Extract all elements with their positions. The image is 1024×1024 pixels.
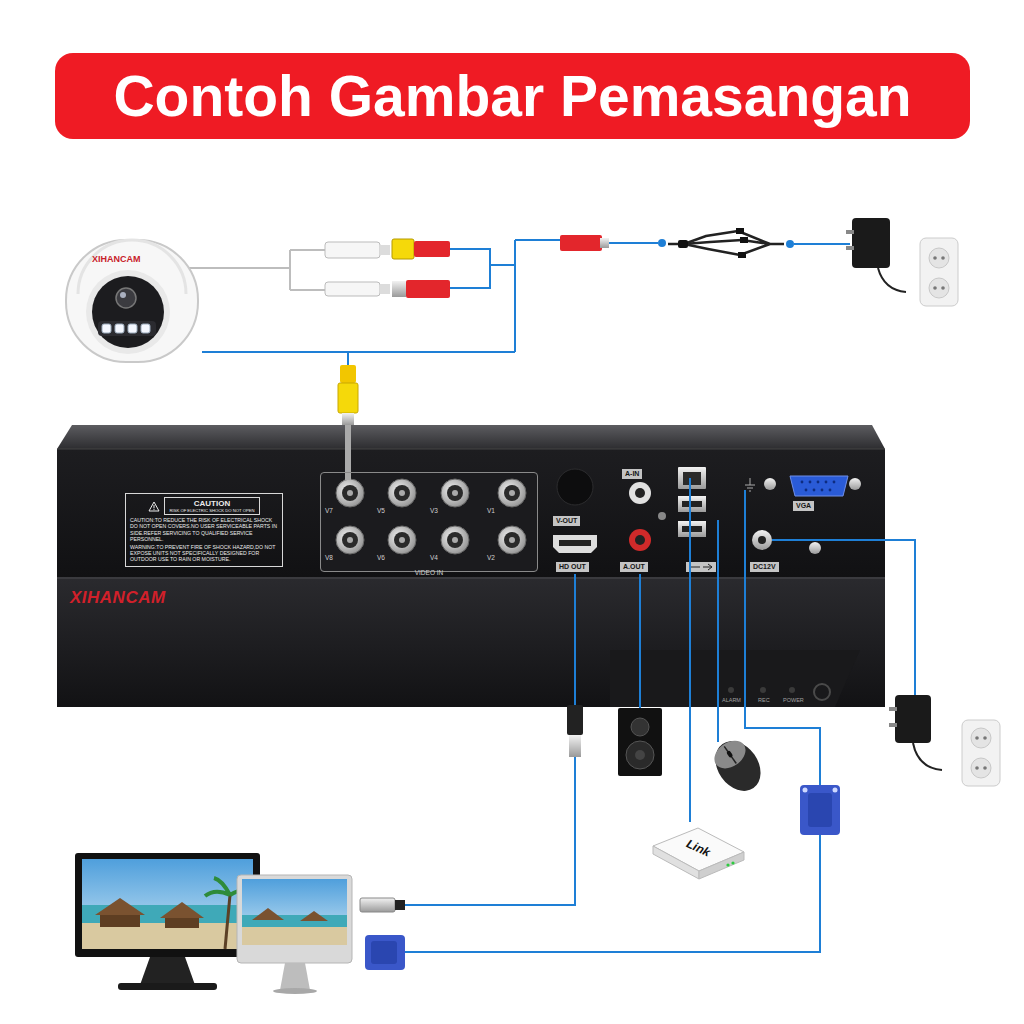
text-slot: VGA	[793, 501, 814, 511]
brand-label: XIHANCAM	[92, 254, 141, 265]
port-label: A.OUT	[620, 562, 648, 572]
text-slot: POWER	[783, 697, 804, 704]
port-label: DC12V	[750, 562, 779, 572]
channel-label: V8	[325, 554, 333, 562]
text-slot: V3	[430, 507, 438, 515]
text-slot: HD OUT	[556, 562, 589, 572]
text-slot: Link	[686, 841, 711, 855]
video-in-panel: V7V5V3V1V8V6V4V2VIDEO IN	[320, 472, 538, 572]
text-slot: A.OUT	[620, 562, 648, 572]
cable-connector	[202, 352, 348, 425]
led-label: POWER	[783, 697, 804, 704]
text-slot: V6	[377, 554, 385, 562]
dome-camera: XIHANCAM	[62, 232, 202, 367]
brand-label: XIHANCAM	[70, 588, 166, 608]
port-label: VGA	[793, 501, 814, 511]
title-slot: Contoh Gambar Pemasangan	[55, 53, 970, 139]
text-slot: VIDEO IN	[321, 561, 537, 579]
channel-label: V5	[377, 507, 385, 515]
channel-label: V3	[430, 507, 438, 515]
text-slot: V-OUT	[553, 516, 580, 526]
text-slot: V4	[430, 554, 438, 562]
text-slot: V2	[487, 554, 495, 562]
dvr-recorder: XIHANCAM V-OUT HD OUT A-IN A.OUT VGA DC12V ALAR…	[57, 425, 885, 707]
dome-camera-outline	[62, 232, 202, 367]
channel-label: V6	[377, 554, 385, 562]
caution-subheading: RISK OF ELECTRIC SHOCK DO NOT OPEN	[169, 508, 254, 513]
caution-heading-box: CAUTIONRISK OF ELECTRIC SHOCK DO NOT OPE…	[164, 497, 259, 515]
port-label: HD OUT	[556, 562, 589, 572]
panel-label: VIDEO IN	[415, 569, 444, 577]
port-label: A-IN	[622, 469, 642, 479]
warning-triangle	[148, 501, 160, 512]
channel-label: V2	[487, 554, 495, 562]
router-box: Link	[648, 822, 748, 882]
text-slot: A-IN	[622, 469, 642, 479]
text-slot: REC	[758, 697, 770, 704]
text-slot: XIHANCAM	[70, 588, 166, 608]
title-text: Contoh Gambar Pemasangan	[113, 64, 911, 128]
caution-header: CAUTIONRISK OF ELECTRIC SHOCK DO NOT OPE…	[130, 497, 278, 515]
led-label: ALARM	[722, 697, 741, 704]
channel-label: V7	[325, 507, 333, 515]
text-slot: V5	[377, 507, 385, 515]
text-slot: DC12V	[750, 562, 779, 572]
text-slot: V1	[487, 507, 495, 515]
led-label: REC	[758, 697, 770, 704]
channel-label: V4	[430, 554, 438, 562]
caution-heading: CAUTION	[169, 499, 254, 508]
caution-text: WARNING:TO PREVENT FIRE OF SHOCK HAZARD,…	[130, 544, 278, 563]
text-slot: V7	[325, 507, 333, 515]
caution-sticker: CAUTIONRISK OF ELECTRIC SHOCK DO NOT OPE…	[125, 493, 283, 567]
text-slot: ALARM	[722, 697, 741, 704]
channel-label: V1	[487, 507, 495, 515]
caution-text: CAUTION:TO REDUCE THE RISK OF ELECTRICAL…	[130, 517, 278, 543]
cable-connector	[689, 707, 691, 822]
text-slot: V8	[325, 554, 333, 562]
port-label: V-OUT	[553, 516, 580, 526]
text-slot: XIHANCAM	[92, 254, 141, 265]
